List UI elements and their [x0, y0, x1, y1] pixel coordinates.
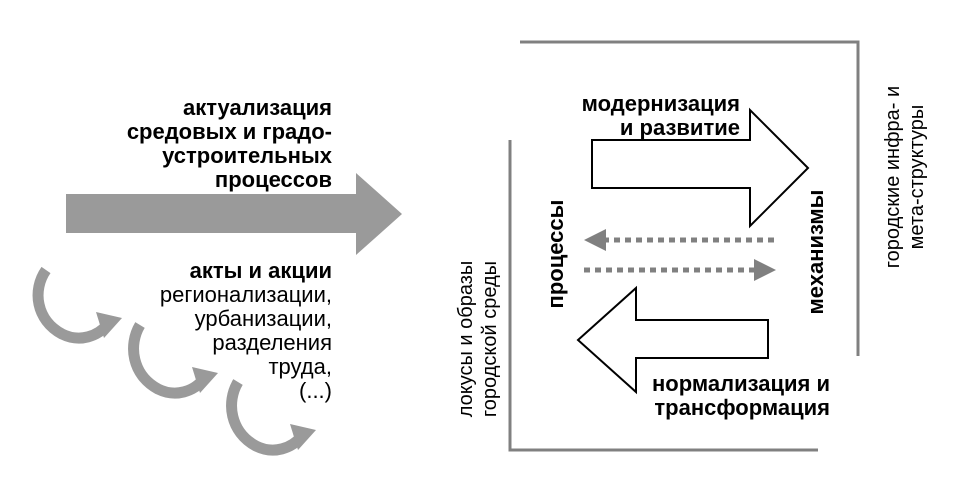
- dotted-arrowhead-left: [584, 229, 606, 251]
- acts-text: акты и акции регионализации, урбанизации…: [110, 259, 332, 403]
- dotted-arrowhead-right: [754, 259, 776, 281]
- acts-title: акты и акции: [189, 258, 332, 283]
- infra-line-2: мета-структуры: [906, 104, 928, 250]
- cycle-arrow-2: [128, 322, 209, 399]
- infra-line-1: городские инфра- и: [882, 85, 904, 269]
- actualization-line-2: средовых и градо-: [126, 119, 332, 144]
- actualization-line-1: актуализация: [182, 95, 332, 120]
- cycle-arrow-3: [226, 379, 307, 456]
- acts-line-4: труда,: [268, 354, 332, 379]
- locus-line-1: локусы и образы: [455, 260, 477, 418]
- modernization-label: модернизация и развитие: [520, 92, 740, 140]
- cycle-arrowhead-2: [192, 367, 218, 393]
- processes-label: процессы: [543, 199, 568, 309]
- actualization-arrow: [66, 173, 402, 255]
- normalization-arrow-shape: [576, 285, 769, 395]
- modernization-arrow: [591, 107, 810, 229]
- cycle-arrowhead-1: [96, 312, 122, 338]
- normalization-line-1: нормализация и: [652, 371, 830, 396]
- cycle-arrowhead-3: [290, 424, 316, 450]
- acts-line-5: (...): [299, 378, 332, 403]
- actualization-text: актуализация средовых и градо- устроител…: [110, 96, 332, 192]
- cycle-arrow-1: [32, 266, 113, 344]
- actualization-line-4: процессов: [214, 167, 332, 192]
- normalization-line-2: трансформация: [654, 395, 830, 420]
- locus-label: локусы и образы городской среды: [454, 244, 504, 434]
- acts-line-2: урбанизации,: [194, 306, 332, 331]
- acts-line-1: регионализации,: [159, 282, 332, 307]
- inner-frame: [508, 140, 818, 452]
- acts-line-3: разделения: [212, 330, 332, 355]
- modernization-line-1: модернизация: [581, 91, 740, 116]
- infra-label: городские инфра- и мета-структуры: [881, 67, 931, 287]
- mechanisms-label: механизмы: [803, 189, 828, 315]
- outer-frame: [520, 40, 860, 356]
- normalization-label: нормализация и трансформация: [600, 372, 830, 420]
- locus-line-2: городской среды: [479, 260, 501, 418]
- modernization-line-2: и развитие: [619, 115, 740, 140]
- actualization-line-3: устроительных: [162, 143, 332, 168]
